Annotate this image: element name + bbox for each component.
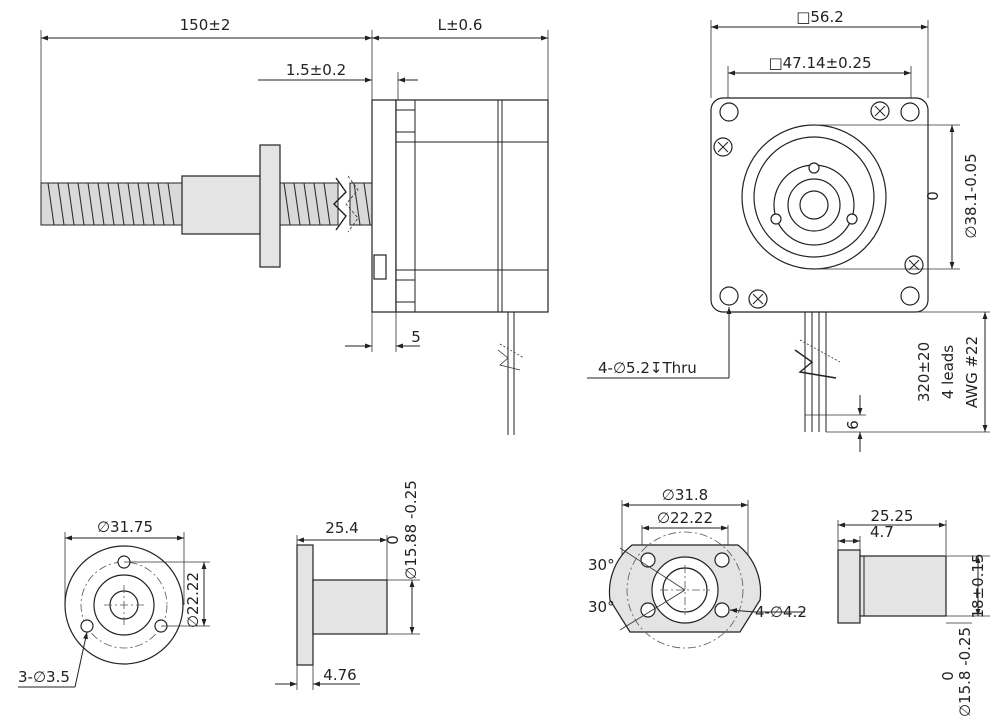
nut-body — [181, 175, 263, 235]
pilot-tol-upper-label: 0 — [924, 191, 942, 201]
lead-gauge-label: AWG #22 — [963, 336, 981, 408]
motor-front-view: 0 ∅38.1-0.05 4-∅5.2↧Thru 6 320±20 4 lead… — [587, 8, 990, 452]
lead-length-label: 320±20 — [915, 342, 933, 402]
flange-dia-label: ∅31.8 — [662, 486, 708, 504]
boss-height-label: 1.5±0.2 — [286, 61, 346, 79]
nut-flange-thick-label: 4.76 — [323, 666, 356, 684]
flange-holes-label: 4-∅4.2 — [755, 603, 807, 621]
nut-side-body — [312, 579, 388, 635]
break-symbol — [333, 177, 347, 231]
mount-hole-br — [900, 286, 920, 306]
length-body-label: L±0.6 — [438, 16, 483, 34]
flange-height-label: 18±0.15 — [969, 553, 987, 618]
hole-spacing-label: □47.14±0.25 — [768, 54, 871, 72]
flange-hole-tl — [640, 552, 656, 568]
angle-bottom-label: 30° — [588, 598, 615, 616]
flange-bolt-circle-label: ∅22.22 — [657, 509, 713, 527]
nut-holes-label: 3-∅3.5 — [18, 668, 70, 686]
nut-dia-label: ∅15.88 -0.25 — [402, 480, 420, 580]
flange-side-body — [859, 555, 947, 617]
motor-boss — [371, 99, 397, 313]
lead-offset-label: 5 — [411, 328, 421, 346]
nut-bolt-circle-label: ∅22.22 — [184, 572, 202, 628]
mount-hole-tl — [719, 102, 739, 122]
flange-length-label: 25.25 — [871, 507, 914, 525]
square-outer-label: □56.2 — [796, 8, 844, 26]
mount-hole-tr — [900, 102, 920, 122]
motor-body — [395, 99, 549, 313]
screw-icon — [713, 101, 924, 309]
nut-front-view: ∅31.75 ∅22.22 3-∅3.5 — [18, 518, 210, 688]
angle-top-label: 30° — [588, 556, 615, 574]
length-total-label: 150±2 — [180, 16, 231, 34]
nut-flange-dia-label: ∅31.75 — [97, 518, 153, 536]
flange-dia-tol-upper-label: 0 — [939, 671, 957, 681]
flange-hole-bl — [640, 602, 656, 618]
flange-side-view: 25.25 4.7 18±0.15 0 ∅15.8 -0.25 — [837, 507, 990, 717]
flange-dia-side-label: ∅15.8 -0.25 — [956, 627, 974, 717]
screw-thread-right — [283, 182, 331, 226]
nut-side-flange — [296, 544, 314, 666]
nut-length-label: 25.4 — [325, 519, 358, 537]
lead-count-label: 4 leads — [939, 345, 957, 399]
pilot-dia-label: ∅38.1-0.05 — [962, 153, 980, 238]
nut-side-view: 25.4 0 ∅15.88 -0.25 4.76 — [275, 480, 420, 690]
lead-strip-label: 6 — [844, 420, 862, 430]
nut-dia-tol-upper-label: 0 — [384, 535, 402, 545]
flange-hole-br — [714, 602, 730, 618]
mount-hole-bl — [719, 286, 739, 306]
flange-hole-tr — [714, 552, 730, 568]
screw-thread-left — [47, 182, 175, 226]
flange-thick-label: 4.7 — [870, 523, 894, 541]
motor-side-view: 150±2 L±0.6 1.5±0.2 5 — [40, 16, 549, 435]
nut-flange — [259, 144, 281, 268]
flange-front-view: ∅31.8 ∅22.22 30° 30° 4-∅4.2 — [588, 486, 807, 649]
flange-side-plate — [837, 549, 861, 624]
mount-holes-label: 4-∅5.2↧Thru — [598, 359, 697, 377]
